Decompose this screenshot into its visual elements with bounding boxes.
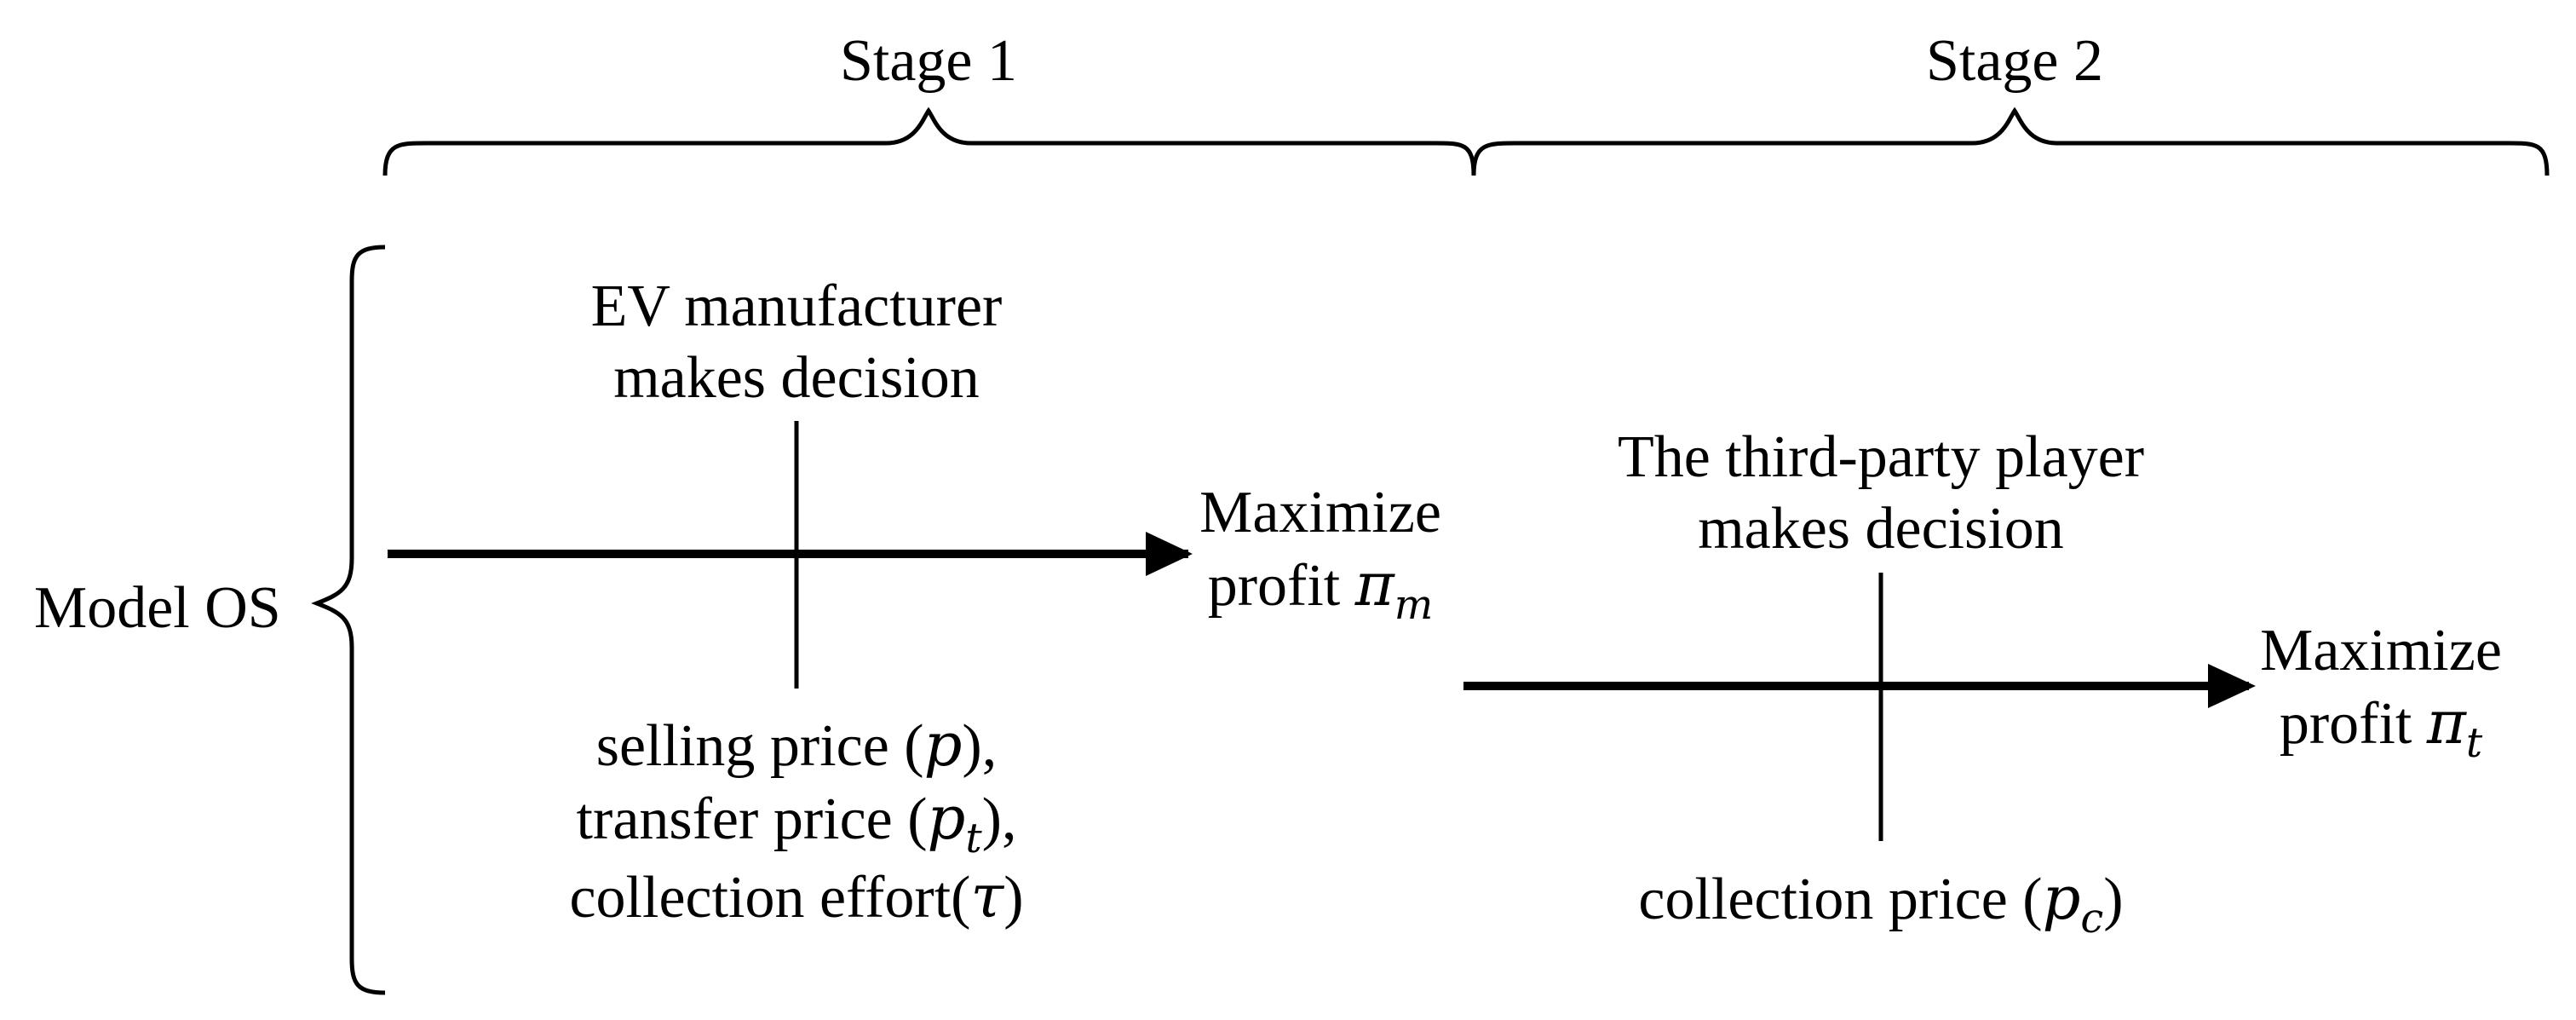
stage2-label: Stage 2 <box>1925 28 2104 94</box>
decision-collection-effort: collection effort(τ) <box>569 861 1023 934</box>
third-party-decisions: collection price (pc) <box>1638 862 2124 942</box>
manufacturer-outcome-line2: profit πm <box>1199 549 1441 629</box>
decision-collection-effort-var: τ <box>970 862 1004 931</box>
manufacturer-profit-subscript: m <box>1394 581 1434 629</box>
manufacturer-outcome: Maximize profit πm <box>1199 477 1441 629</box>
third-party-title: The third-party player makes decision <box>1618 422 2144 565</box>
decision-transfer-price-var: p <box>927 783 966 853</box>
third-party-outcome-profit-text: profit <box>2279 691 2427 757</box>
decision-selling-price: selling price (p), <box>569 709 1023 782</box>
stage2-brace <box>1471 107 2550 176</box>
decision-selling-price-end: ), <box>962 713 998 779</box>
third-party-title-line1: The third-party player <box>1617 424 2145 490</box>
decision-collection-price-sub: c <box>2080 895 2104 942</box>
decision-collection-effort-end: ) <box>1003 865 1024 931</box>
manufacturer-outcome-line1: Maximize <box>1199 480 1441 545</box>
decision-collection-price-text: collection price ( <box>1638 867 2043 932</box>
decision-transfer-price-sub: t <box>965 815 982 862</box>
decision-transfer-price-text: transfer price ( <box>576 787 928 852</box>
third-party-title-line2: makes decision <box>1698 496 2064 562</box>
stage1-label: Stage 1 <box>839 28 1018 94</box>
model-brace <box>311 245 386 995</box>
decision-transfer-price: transfer price (pt), <box>569 782 1023 862</box>
third-party-outcome: Maximize profit πt <box>2260 615 2502 767</box>
third-party-profit-subscript: t <box>2465 719 2483 767</box>
decision-selling-price-text: selling price ( <box>595 713 924 779</box>
model-label: Model OS <box>34 575 281 641</box>
manufacturer-title: EV manufacturer makes decision <box>591 271 1003 414</box>
decision-transfer-price-end: ), <box>981 787 1017 852</box>
stage2-arrowhead <box>2208 664 2256 708</box>
decision-collection-price: collection price (pc) <box>1638 862 2124 942</box>
decision-collection-price-var: p <box>2042 863 2081 933</box>
stage1-brace <box>382 107 1476 176</box>
manufacturer-outcome-profit-text: profit <box>1207 553 1355 619</box>
third-party-outcome-line2: profit πt <box>2260 687 2502 767</box>
stage1-arrowhead <box>1146 532 1193 576</box>
manufacturer-decisions: selling price (p), transfer price (pt), … <box>569 709 1023 934</box>
decision-collection-price-end: ) <box>2103 867 2124 932</box>
decision-selling-price-var: p <box>923 710 963 780</box>
third-party-outcome-line1: Maximize <box>2260 618 2502 683</box>
manufacturer-profit-symbol: π <box>1354 550 1394 619</box>
decision-collection-effort-text: collection effort( <box>569 865 971 931</box>
third-party-profit-symbol: π <box>2426 688 2466 758</box>
manufacturer-title-line2: makes decision <box>613 345 980 411</box>
manufacturer-title-line1: EV manufacturer <box>590 274 1003 339</box>
